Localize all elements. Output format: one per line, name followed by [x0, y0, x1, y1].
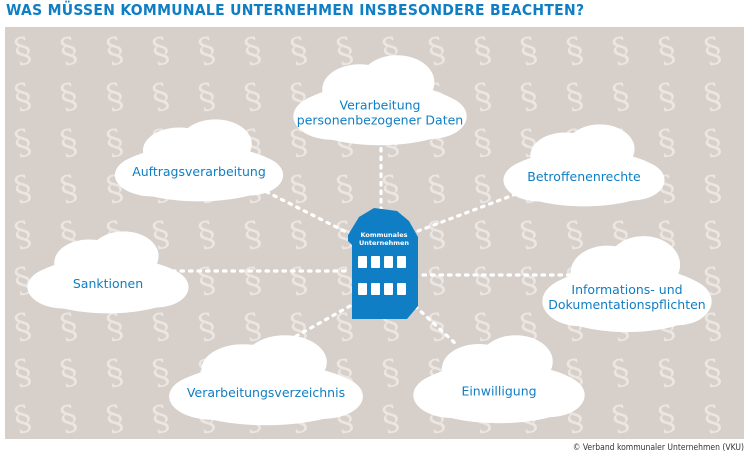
cloud-label: Einwilligung [461, 384, 536, 399]
cloud-einwilligung: Einwilligung [413, 335, 585, 424]
building-icon: Kommunales Unternehmen [348, 208, 418, 319]
building-windows [358, 256, 406, 295]
building-label-line2: Unternehmen [359, 239, 409, 247]
cloud-label: Dokumentationspflichten [548, 297, 705, 312]
cloud-shape [478, 335, 553, 389]
cloud-label: Verarbeitungsverzeichnis [187, 385, 345, 400]
cloud-shape [565, 124, 635, 174]
cloud-shape [89, 231, 159, 281]
connector-line [413, 304, 459, 347]
cloud-shape [359, 55, 435, 110]
connector-line [251, 183, 354, 237]
copyright-credit: © Verband kommunaler Unternehmen (VKU) [572, 443, 744, 453]
page-title: WAS MÜSSEN KOMMUNALE UNTERNEHMEN INSBESO… [6, 1, 585, 19]
cloud-betroffenenrechte: Betroffenenrechte [503, 124, 665, 207]
connector-lines [165, 115, 579, 347]
building-label-line1: Kommunales [360, 231, 407, 239]
cloud-verarbeitungsverzeichnis: Verarbeitungsverzeichnis [169, 335, 363, 426]
cloud-shape [243, 335, 327, 390]
cloud-sanktionen: Sanktionen [27, 231, 189, 314]
cloud-auftragsverarbeitung: Auftragsverarbeitung [114, 119, 284, 202]
connector-line [289, 304, 352, 341]
cloud-label: personenbezogener Daten [297, 112, 463, 127]
cloud-label: Verarbeitung [340, 97, 421, 112]
cloud-shape [179, 119, 252, 169]
cloud-label: Sanktionen [73, 276, 143, 291]
cloud-label: Betroffenenrechte [527, 169, 641, 184]
cloud-label: Auftragsverarbeitung [132, 164, 266, 179]
cloud-shape [607, 236, 681, 294]
cloud-label: Informations- und [571, 282, 682, 297]
